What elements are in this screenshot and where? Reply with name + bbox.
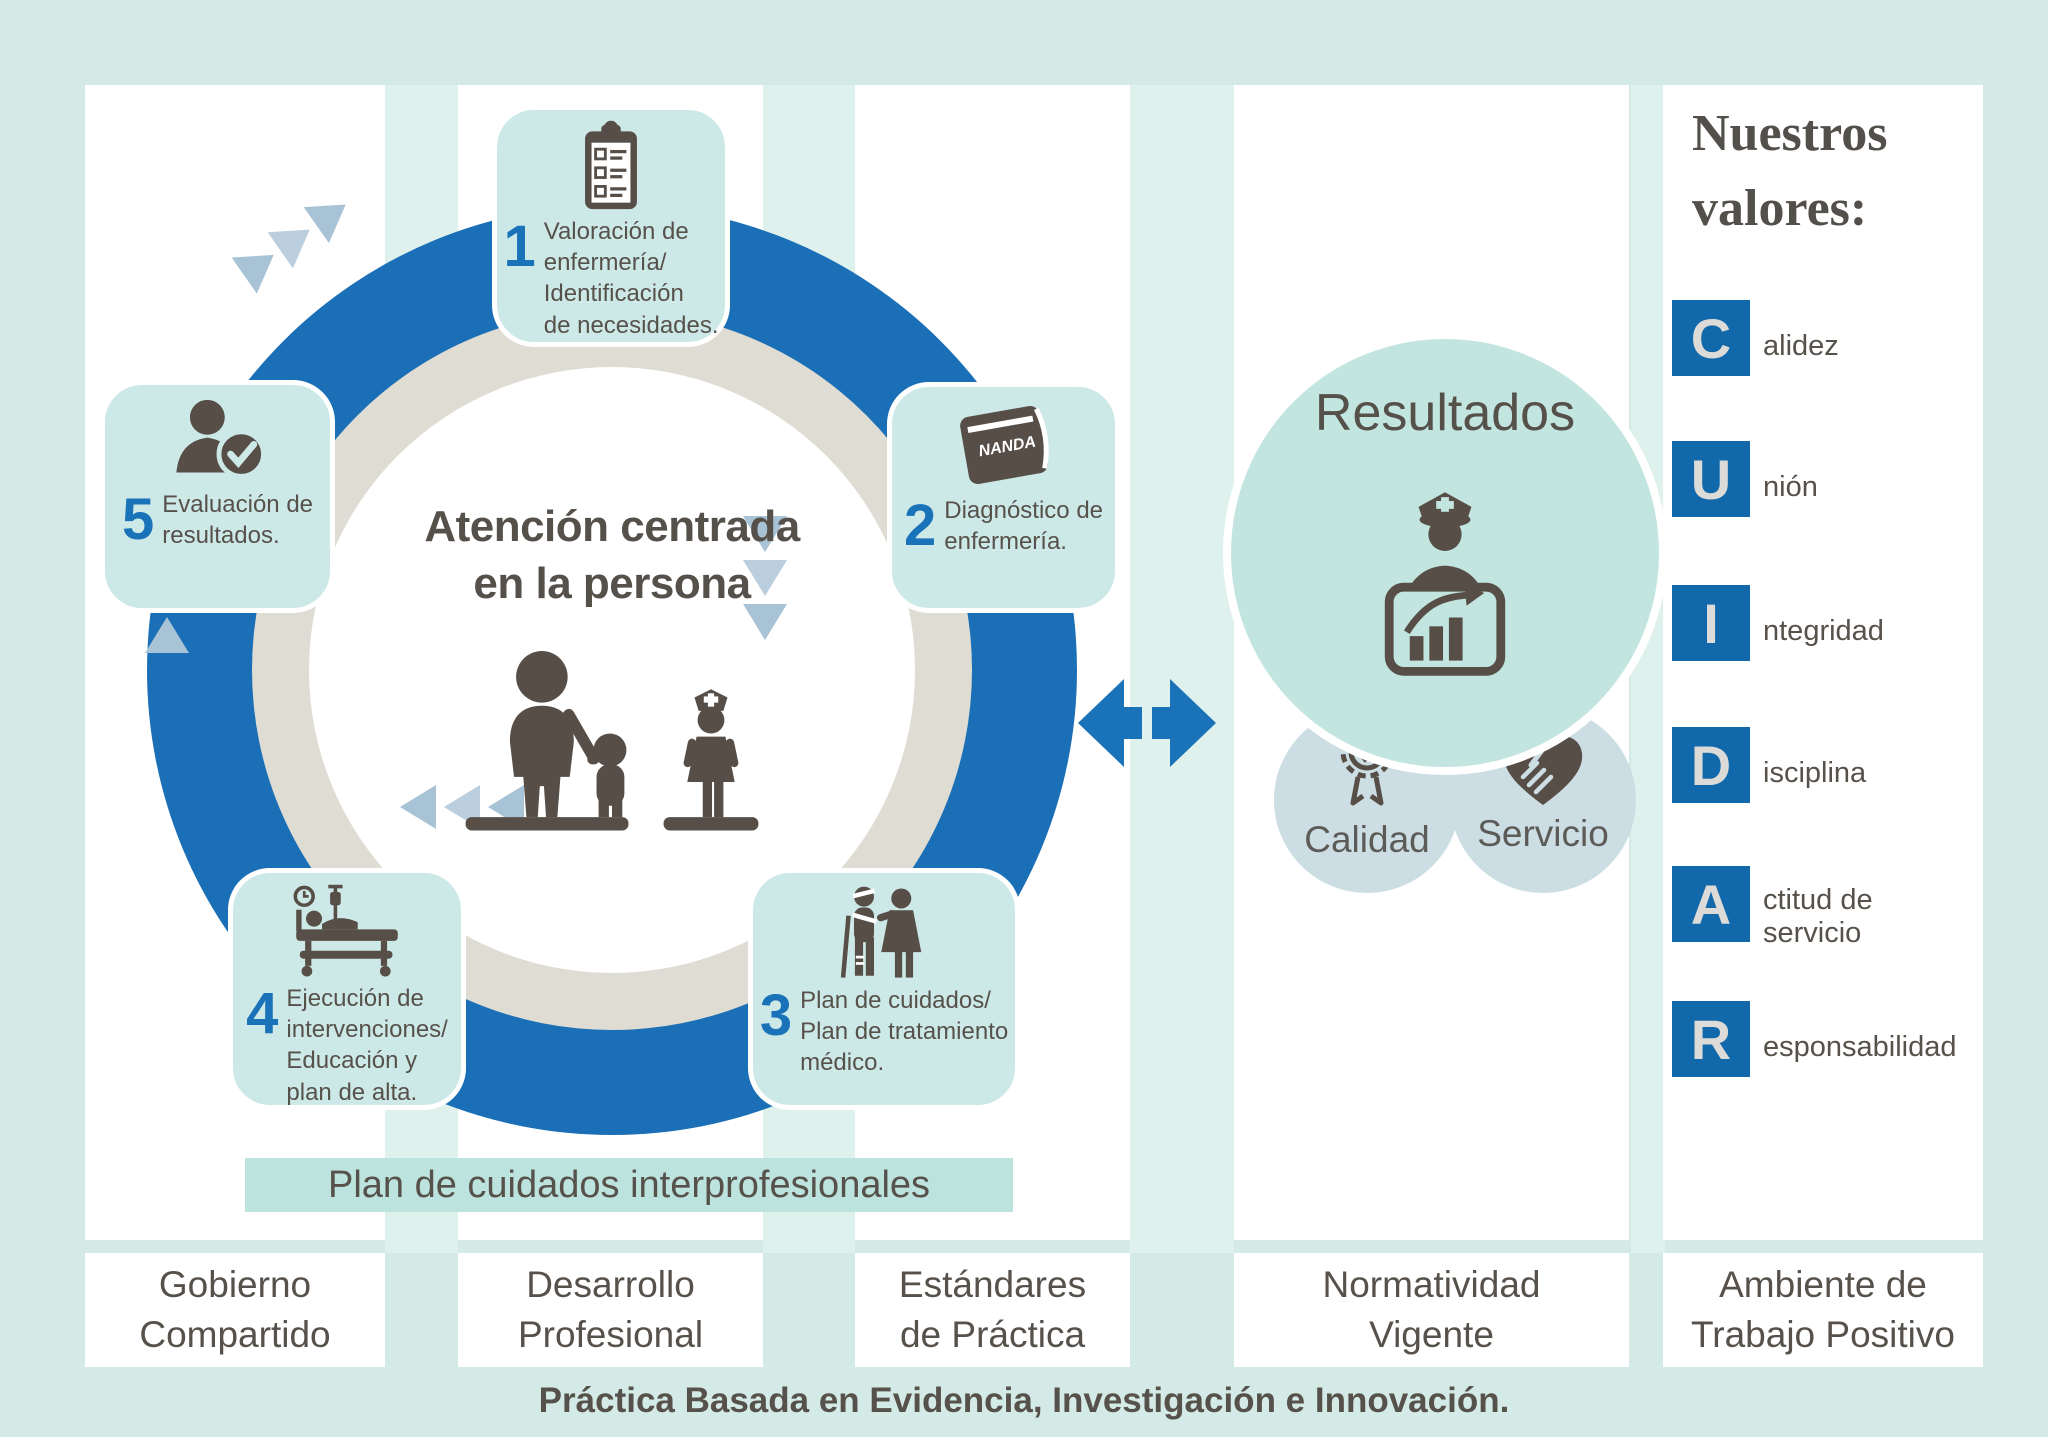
value-row-union: U nión (1672, 441, 1818, 517)
step-caption: 2 Diagnóstico de enfermería. (894, 495, 1113, 557)
step-text: Plan de cuidados/ Plan de tratamiento mé… (800, 985, 1008, 1079)
banner-label: Plan de cuidados interprofesionales (327, 1163, 931, 1206)
step-3-card: 3 Plan de cuidados/ Plan de tratamiento … (748, 868, 1020, 1110)
step-2-card: NANDA 2 Diagnóstico de enfermería. (887, 382, 1120, 613)
value-label: ntegridad (1763, 615, 1884, 647)
step-text-line: Plan de tratamiento (800, 1018, 1009, 1046)
value-label: isciplina (1763, 757, 1867, 789)
value-letter-badge: U (1672, 441, 1750, 517)
double-headed-arrow-icon (1078, 679, 1216, 767)
step-text-line: intervenciones/ (286, 1016, 448, 1044)
pillar-desarrollo-profesional: Desarrollo Profesional (458, 1253, 763, 1367)
step-5-card: 5 Evaluación de resultados. (100, 380, 335, 613)
step-text-line: médico. (800, 1049, 885, 1077)
step-text-line: enfermería/ (543, 249, 667, 277)
chevron-icon (400, 785, 436, 829)
family-patient-nurse-icon (465, 651, 759, 831)
interprofessional-plan-banner: Plan de cuidados interprofesionales (245, 1158, 1013, 1212)
quality-label: Calidad (1304, 819, 1430, 860)
step-text-line: Ejecución de (286, 985, 424, 1012)
step-text: Valoración de enfermería/ Identificación… (544, 216, 719, 341)
center-title-line: Atención centrada (424, 502, 800, 551)
step-caption: 5 Evaluación de resultados. (112, 489, 323, 551)
service-label: Servicio (1477, 813, 1609, 854)
step-number: 3 (759, 983, 793, 1048)
center-title: Atención centrada en la persona (309, 498, 915, 612)
value-label: esponsabilidad (1763, 1031, 1957, 1063)
results-circle (1223, 331, 1667, 775)
value-letter-badge: A (1672, 866, 1750, 942)
value-label: nión (1763, 471, 1818, 503)
value-row-calidez: C alidez (1672, 300, 1839, 376)
value-row-disciplina: D isciplina (1672, 727, 1866, 803)
value-letter-badge: I (1672, 585, 1750, 661)
step-number: 5 (121, 487, 155, 552)
value-row-integridad: I ntegridad (1672, 585, 1884, 661)
pillar-ambiente-trabajo: Ambiente de Trabajo Positivo (1663, 1253, 1983, 1367)
step-number: 4 (246, 981, 279, 1046)
step-text-line: Valoración de (543, 218, 689, 245)
chevron-icon (145, 617, 189, 653)
nurse-progress-chart-icon (1384, 492, 1506, 676)
step-text-line: plan de alta. (286, 1078, 418, 1106)
step-4-card: 4 Ejecución de intervenciones/ Educación… (228, 868, 466, 1110)
clipboard-checklist-icon (585, 120, 637, 210)
column-gap-strip (1631, 85, 1665, 1253)
step-caption: 1 Valoración de enfermería/ Identificaci… (493, 216, 728, 341)
value-letter-badge: R (1672, 1001, 1750, 1077)
patient-caregiver-icon (840, 886, 922, 978)
step-text-line: Educación y (286, 1047, 418, 1075)
step-number: 2 (903, 493, 937, 558)
step-text-line: Evaluación de (162, 491, 314, 518)
center-title-line: en la persona (473, 559, 751, 609)
value-row-actitud: A ctitud de servicio (1672, 866, 1873, 949)
step-text-line: Diagnóstico de (944, 497, 1104, 524)
results-title: Resultados (1314, 384, 1576, 442)
step-text-line: resultados. (162, 522, 280, 550)
value-label: alidez (1763, 330, 1839, 362)
step-caption: 4 Ejecución de intervenciones/ Educación… (236, 983, 458, 1108)
step-1-card: 1 Valoración de enfermería/ Identificaci… (492, 105, 730, 347)
step-text-line: Plan de cuidados/ (800, 987, 991, 1014)
value-row-responsabilidad: R esponsabilidad (1672, 1001, 1956, 1077)
step-text: Ejecución de intervenciones/ Educación y… (286, 983, 447, 1108)
step-caption: 3 Plan de cuidados/ Plan de tratamiento … (750, 985, 1018, 1079)
values-title: Nuestros valores: (1692, 96, 1992, 247)
value-letter-badge: D (1672, 727, 1750, 803)
step-text-line: de necesidades. (543, 311, 719, 339)
step-text: Evaluación de resultados. (162, 489, 313, 551)
value-label: ctitud de servicio (1763, 884, 1873, 950)
step-text: Diagnóstico de enfermería. (944, 495, 1103, 557)
values-title-line: valores: (1692, 180, 1868, 238)
step-number: 1 (503, 214, 536, 279)
pillar-estandares-practica: Estándares de Práctica (855, 1253, 1130, 1367)
step-text-line: enfermería. (944, 528, 1067, 556)
pillar-gobierno-compartido: Gobierno Compartido (85, 1253, 385, 1367)
hospital-bed-icon (293, 884, 398, 977)
column-gap-strip (1130, 85, 1234, 1253)
pillar-normatividad-vigente: Normatividad Vigente (1234, 1253, 1629, 1367)
value-letter-badge: C (1672, 300, 1750, 376)
footer-statement: Práctica Basada en Evidencia, Investigac… (538, 1381, 1510, 1420)
values-title-line: Nuestros (1692, 105, 1888, 162)
nanda-book-icon: NANDA (959, 405, 1049, 485)
step-text-line: Identificación (543, 280, 684, 308)
person-check-icon (175, 399, 266, 479)
